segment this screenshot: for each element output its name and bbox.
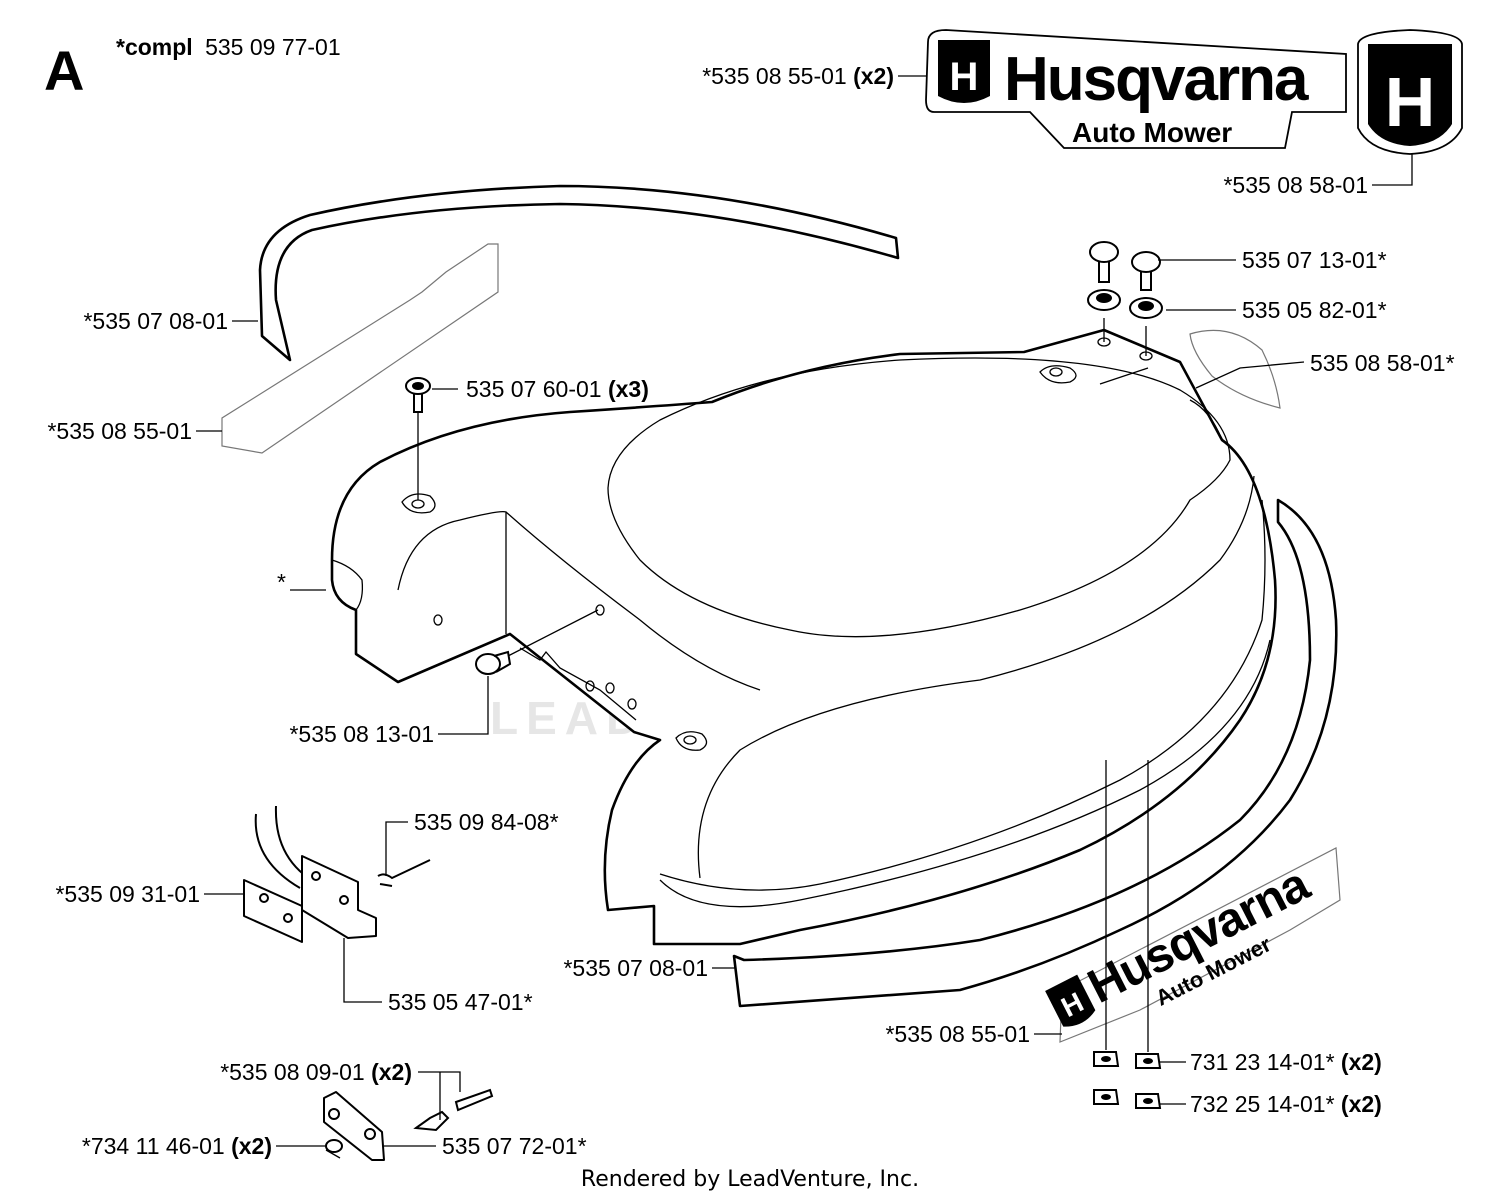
nut bbox=[1135, 1053, 1162, 1069]
screw-x3 bbox=[405, 377, 431, 500]
callout-c7: *535 08 55-01 bbox=[47, 418, 192, 444]
callout-c6: *535 07 08-01 bbox=[83, 308, 228, 334]
callout-c4: 535 05 82-01* bbox=[1242, 297, 1387, 323]
plate-fastener-assembly bbox=[323, 1088, 494, 1161]
trim-strip-lower bbox=[732, 498, 1338, 1008]
decal-oval bbox=[1189, 329, 1281, 409]
callout-c16: 731 23 14-01* (x2) bbox=[1190, 1049, 1382, 1075]
compl-heading: *compl 535 09 77-01 bbox=[116, 34, 341, 60]
brand-badge-top-right: H bbox=[1357, 29, 1463, 155]
svg-text:H: H bbox=[1385, 63, 1436, 141]
compl-number: 535 09 77-01 bbox=[205, 34, 341, 60]
callout-c20: 535 07 72-01* bbox=[442, 1133, 587, 1159]
nut bbox=[1093, 1089, 1120, 1105]
rubber-washer bbox=[1129, 297, 1163, 319]
callout-c19: *734 11 46-01 (x2) bbox=[82, 1133, 272, 1159]
body-top-panel bbox=[607, 357, 1231, 638]
svg-text:H: H bbox=[950, 55, 979, 99]
plug-button bbox=[475, 609, 599, 675]
callout-c15: *535 08 55-01 bbox=[885, 1021, 1030, 1047]
callout-c3: 535 07 13-01* bbox=[1242, 247, 1387, 273]
decal-outline bbox=[925, 29, 1347, 149]
callout-c1: *535 08 55-01 (x2) bbox=[702, 63, 894, 89]
husqvarna-logo-icon bbox=[1045, 974, 1096, 1027]
main-body-cover bbox=[330, 328, 1277, 946]
callout-c10: *535 08 13-01 bbox=[289, 721, 434, 747]
callout-c9: * bbox=[277, 569, 286, 595]
callout-c13: 535 05 47-01* bbox=[388, 989, 533, 1015]
nut bbox=[1093, 1051, 1120, 1067]
body-side-contour bbox=[397, 511, 507, 634]
leader-lines bbox=[196, 75, 1413, 1147]
brand-decal-top: H Husqvarna Auto Mower bbox=[925, 29, 1347, 149]
decal-outline-bottom bbox=[1059, 847, 1341, 1043]
decal-strip-left bbox=[221, 243, 499, 454]
callout-labels: *535 08 55-01 (x2) *535 08 58-01 535 07 … bbox=[47, 63, 1454, 1159]
callout-c8: 535 07 60-01 (x3) bbox=[466, 376, 649, 402]
callout-c18: *535 08 09-01 (x2) bbox=[220, 1059, 412, 1085]
section-letter: A bbox=[44, 39, 84, 102]
knob-screw bbox=[1089, 241, 1119, 283]
callout-c2: *535 08 58-01 bbox=[1223, 172, 1368, 198]
brand-sub-top: Auto Mower bbox=[1072, 117, 1232, 148]
callout-c12: *535 09 31-01 bbox=[55, 881, 200, 907]
body-inner-curve bbox=[697, 475, 1255, 879]
husqvarna-badge-icon bbox=[1368, 44, 1452, 146]
brand-name-top: Husqvarna bbox=[1004, 45, 1309, 114]
compl-prefix: *compl bbox=[116, 34, 193, 60]
bracket-assembly bbox=[243, 805, 431, 943]
callout-c17: 732 25 14-01* (x2) bbox=[1190, 1091, 1382, 1117]
trim-strip-upper bbox=[258, 184, 900, 362]
footer-credit: Rendered by LeadVenture, Inc. bbox=[581, 1167, 919, 1192]
callout-c14: *535 07 08-01 bbox=[563, 955, 708, 981]
callout-c11: 535 09 84-08* bbox=[414, 809, 559, 835]
husqvarna-logo-icon: H bbox=[938, 40, 990, 103]
knob-screw bbox=[1131, 251, 1161, 291]
rubber-washer bbox=[1087, 289, 1121, 311]
nut bbox=[1135, 1093, 1162, 1109]
body-rim-line bbox=[659, 499, 1266, 891]
callout-c5: 535 08 58-01* bbox=[1310, 350, 1455, 376]
